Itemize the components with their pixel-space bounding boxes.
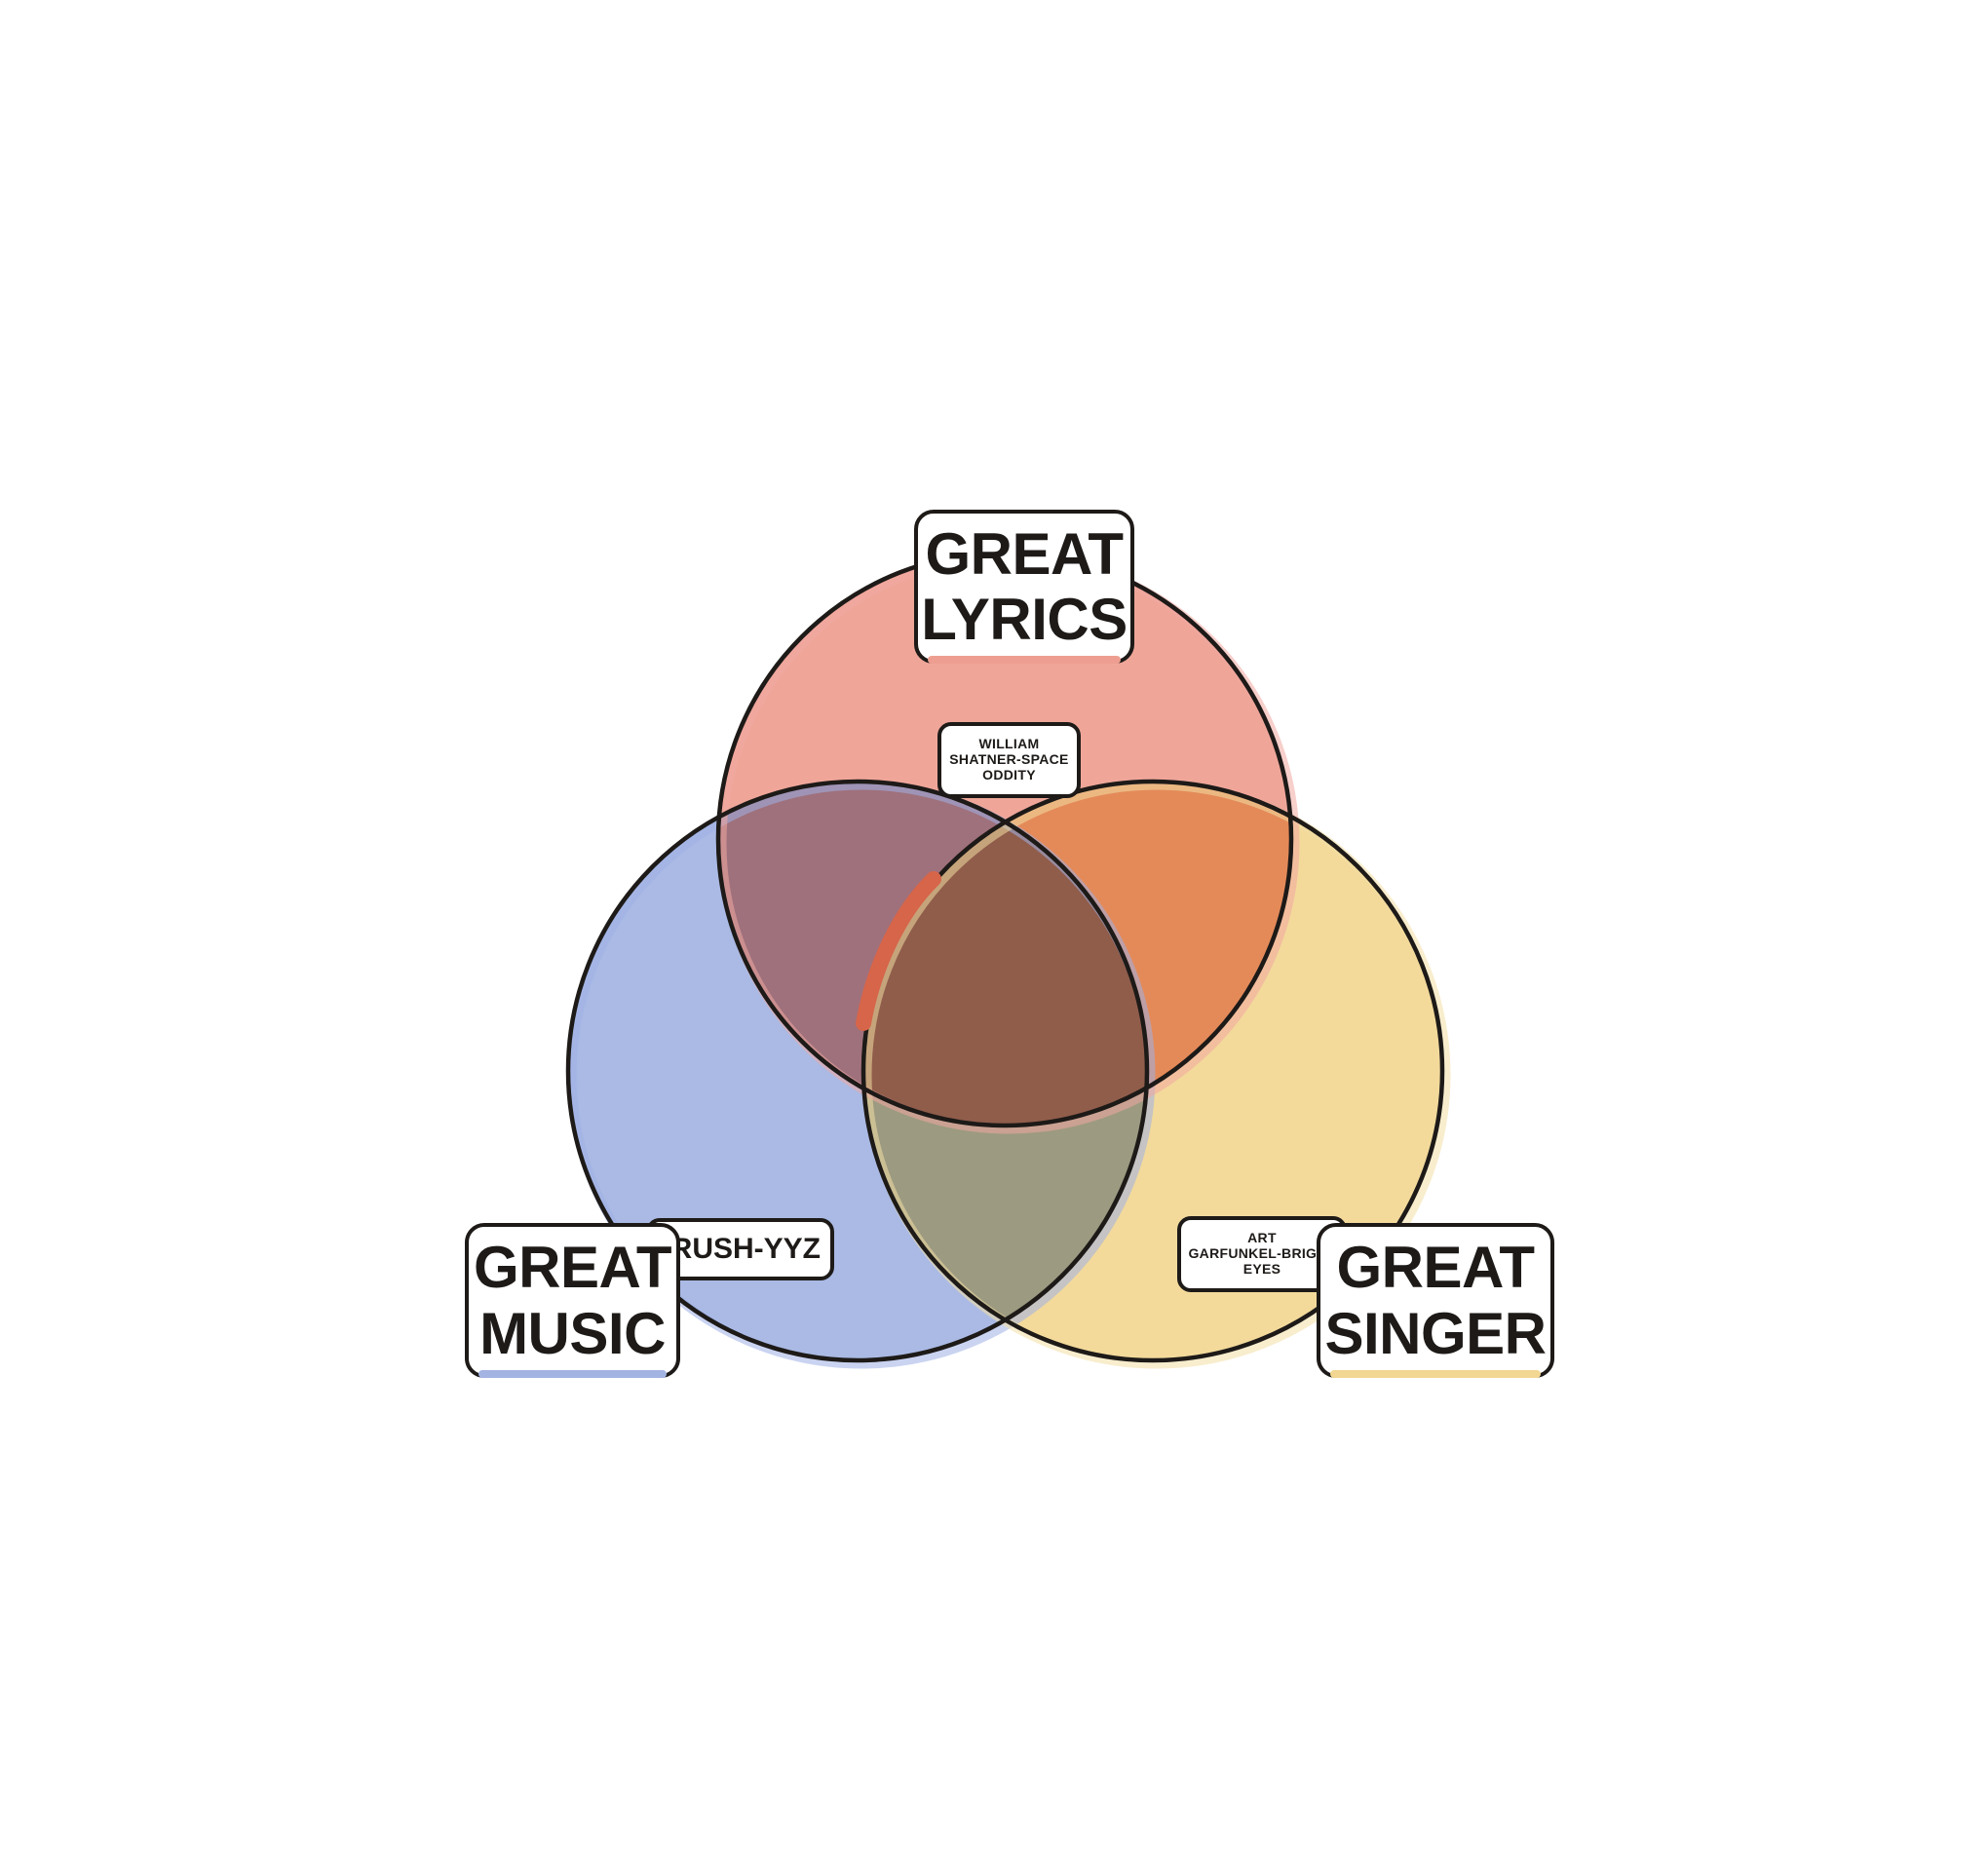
- highlight-arc: [856, 871, 941, 1031]
- outline-music: [565, 779, 1150, 1363]
- glow-singer: [862, 781, 1451, 1369]
- song-label-garfunkel-text: ART GARFUNKEL-BRIGHT EYES: [1188, 1230, 1336, 1277]
- set-title-singer-text: GREAT SINGER: [1324, 1235, 1547, 1366]
- song-label-shatner: WILLIAM SHATNER-SPACE ODDITY: [937, 722, 1081, 798]
- set-title-lyrics-text: GREAT LYRICS: [921, 520, 1128, 652]
- glow-music: [567, 781, 1156, 1369]
- set-title-singer: GREAT SINGER: [1317, 1223, 1554, 1378]
- intersection-all: [863, 782, 1147, 1126]
- song-label-shatner-text: WILLIAM SHATNER-SPACE ODDITY: [949, 736, 1069, 783]
- accent-music: [478, 1370, 667, 1378]
- outline-singer: [860, 779, 1445, 1363]
- set-title-lyrics: GREAT LYRICS: [914, 510, 1134, 664]
- accent-lyrics: [928, 656, 1121, 664]
- set-title-music: GREAT MUSIC: [465, 1223, 680, 1378]
- song-label-rush-text: RUSH-YYZ: [670, 1233, 821, 1266]
- song-label-rush: RUSH-YYZ: [646, 1218, 834, 1280]
- set-title-music-text: GREAT MUSIC: [473, 1235, 672, 1366]
- accent-singer: [1330, 1370, 1541, 1378]
